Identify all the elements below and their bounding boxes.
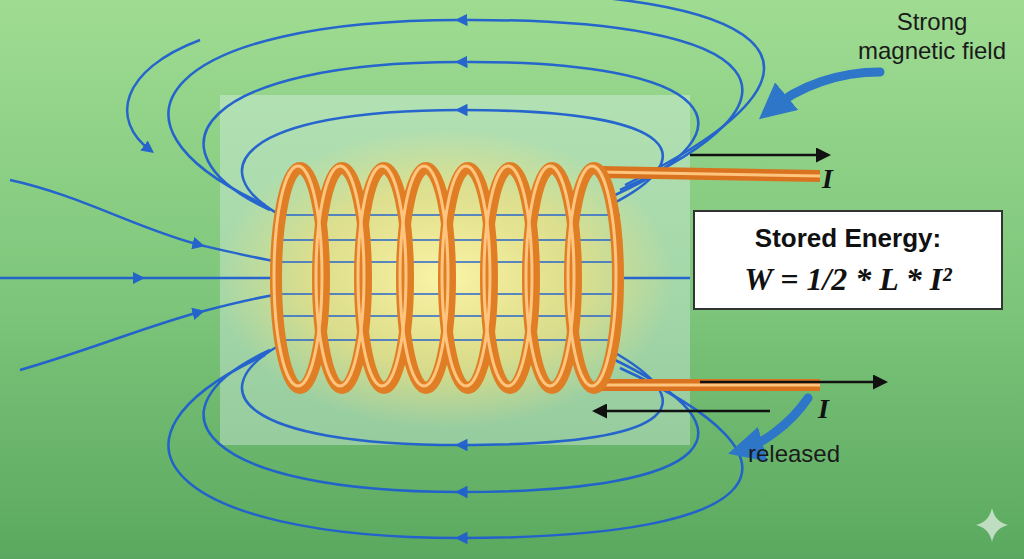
current-symbol: I xyxy=(822,162,852,196)
box-heading: Stored Energy: xyxy=(709,222,987,255)
current-symbol: I xyxy=(818,392,848,426)
energy-formula: W = 1/2 * L * I² xyxy=(709,261,987,298)
release-callout: released xyxy=(748,440,878,469)
formula-box: Stored Energy: W = 1/2 * L * I² xyxy=(693,210,1003,310)
field-callout: Strong magnetic field xyxy=(852,8,1012,66)
